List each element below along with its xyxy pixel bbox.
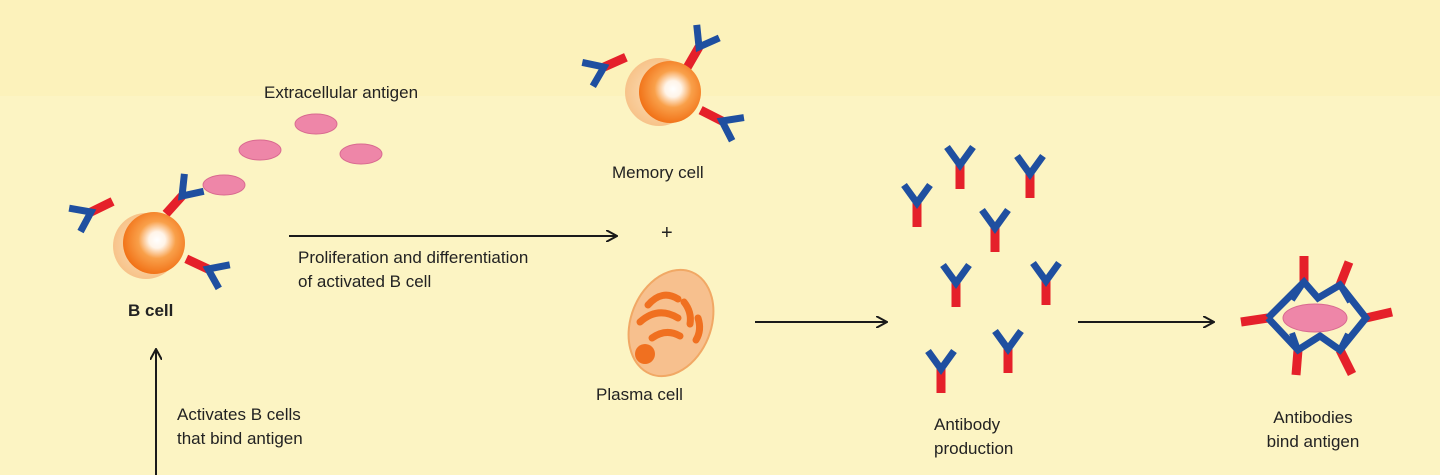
antibody-production-label-line2: production [934,439,1014,458]
plasma-cell-graphic [627,268,715,378]
plasma-cell-body [627,268,715,378]
activates-label-line2: that bind antigen [177,429,303,448]
receptor [69,190,118,232]
receptor [695,99,744,141]
b-cell-graphic [69,174,230,288]
cell-body [123,212,185,274]
antibody [947,147,973,189]
antibody [995,331,1021,373]
antibody [928,351,954,393]
receptor [181,247,230,288]
nucleus [635,344,655,364]
bound-antigen [1282,303,1348,333]
proliferation-label-line1: Proliferation and differentiation [298,248,529,267]
b-cell-label: B cell [128,301,174,320]
plasma-cell-label: Plasma cell [596,385,683,404]
free-antibodies [904,147,1059,393]
antigen [339,143,383,165]
antibody [982,210,1008,252]
antigen [202,174,246,196]
extracellular-antigen-label: Extracellular antigen [264,83,419,102]
cell-body [639,61,701,123]
antibody-production-label-line1: Antibody [934,415,1001,434]
antigen [238,139,282,161]
extracellular-antigens [202,113,383,196]
antibody [1033,263,1059,305]
antibody [943,265,969,307]
plus-sign: + [661,222,673,244]
memory-cell-graphic [582,25,744,141]
top-band [0,0,1440,96]
memory-cell-label: Memory cell [612,163,704,182]
activates-label-line1: Activates B cells [177,405,301,424]
antibody [904,185,930,227]
antibody [1017,156,1043,198]
antibodies-bind-label-line1: Antibodies [1273,408,1353,427]
proliferation-label-line2: of activated B cell [298,272,432,291]
antibodies-bind-label-line2: bind antigen [1266,432,1360,451]
antigen [294,113,338,135]
antibody-antigen-complex [1240,256,1394,377]
